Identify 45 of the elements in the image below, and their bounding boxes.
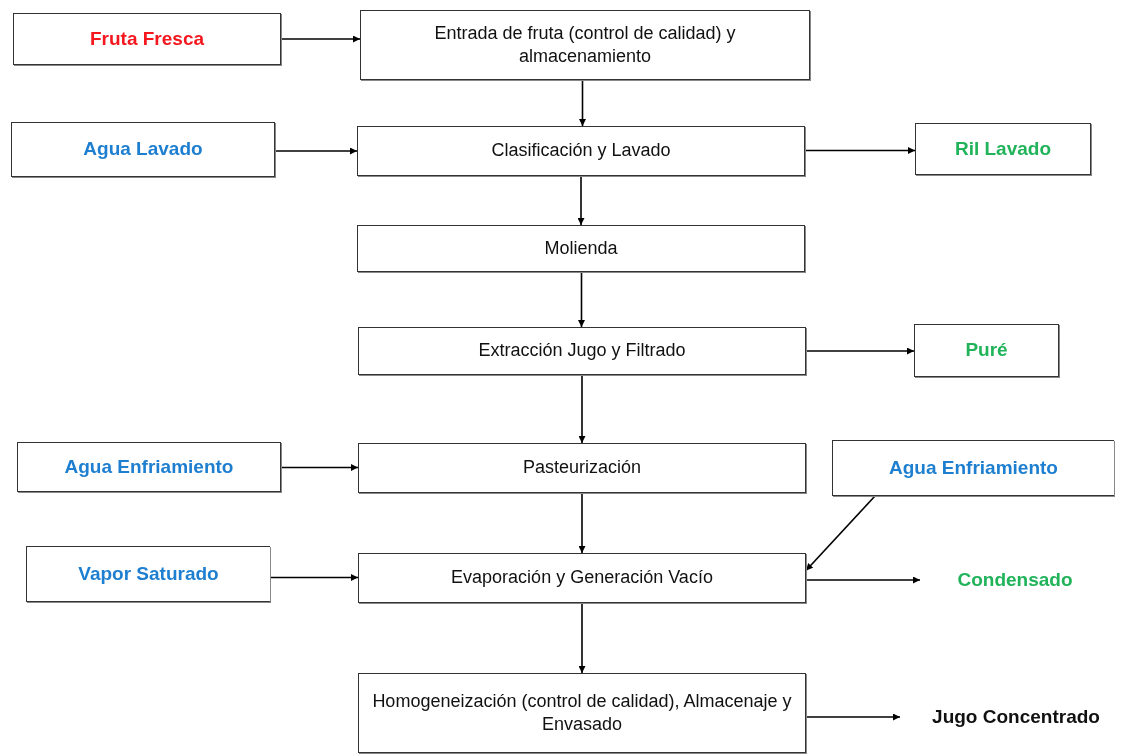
process-box (358, 327, 806, 375)
stream-box (915, 123, 1091, 175)
process-label: Homogeneización (control de calidad), Almacenaje y Envasado (371, 689, 793, 736)
stream-label: Fruta Fresca (88, 26, 205, 51)
arrow (577, 175, 585, 226)
arrow (579, 79, 586, 127)
process-box (358, 553, 806, 603)
arrow (805, 347, 915, 355)
arrow (805, 495, 876, 572)
arrow (578, 271, 585, 328)
arrow (280, 35, 361, 43)
process-label: Pasteurización (521, 456, 643, 480)
stream-box (17, 442, 281, 492)
output-label: Condensado (956, 567, 1074, 592)
arrow (578, 492, 586, 554)
arrow (805, 713, 901, 721)
process-box (357, 126, 805, 176)
stream-label: Agua Lavado (82, 137, 204, 162)
process-box (357, 225, 805, 272)
process-label: Entrada de fruta (control de calidad) y almacenamiento (433, 21, 737, 68)
arrow (274, 147, 358, 155)
stream-label: Puré (964, 338, 1009, 363)
arrow (805, 576, 921, 584)
stream-label: Agua Enfriamiento (63, 454, 235, 479)
arrow (280, 464, 359, 471)
output-label: Jugo Concentrado (931, 704, 1101, 729)
arrow (578, 602, 586, 674)
stream-label: Agua Enfriamiento (888, 455, 1059, 480)
arrow (578, 374, 586, 444)
stream-box (13, 13, 281, 65)
process-label: Molienda (543, 236, 619, 260)
stream-label: Vapor Saturado (77, 561, 220, 586)
stream-box (832, 440, 1114, 496)
arrow (804, 147, 916, 154)
process-label: Extracción Jugo y Filtrado (477, 339, 687, 363)
stream-label: Ril Lavado (953, 136, 1053, 161)
process-box (358, 673, 806, 753)
stream-box (11, 122, 275, 177)
process-label: Clasificación y Lavado (490, 139, 672, 163)
stream-box (26, 546, 270, 602)
process-label: Evaporación y Generación Vacío (450, 566, 714, 590)
process-box (358, 443, 806, 493)
stream-box (914, 324, 1059, 377)
process-box (360, 10, 810, 80)
arrow (269, 574, 359, 581)
